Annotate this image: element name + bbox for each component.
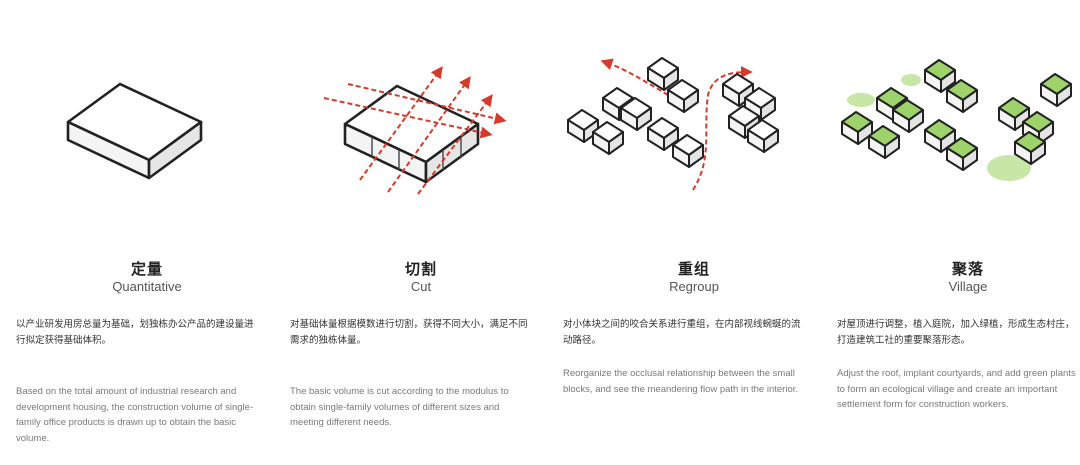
panel-title-en: Regroup: [669, 279, 719, 294]
panel-title-en: Village: [948, 279, 988, 294]
panel-description-cn: 对屋顶进行调整，植入庭院，加入绿植，形成生态村庄，打造建筑工社的重要聚落形态。: [837, 319, 1075, 346]
panel-regroup: 重组 Regroup 对小体块之间的咬合关系进行重组，在内部视线蜿蜒的流动路径。…: [563, 0, 825, 465]
panel-title-cn: 聚落: [951, 260, 984, 278]
green-lawns: [847, 74, 1031, 181]
panel-description-cn: 对基础体量根据模数进行切割，获得不同大小，满足不同需求的独栋体量。: [290, 319, 528, 346]
panel-description-en: Reorganize the occlusal relationship bet…: [563, 368, 799, 395]
panel-title-en: Quantitative: [112, 279, 182, 294]
panel-title-cn: 重组: [677, 260, 710, 278]
flow-paths: [600, 58, 753, 191]
panel-description-en: Adjust the roof, implant courtyards, and…: [837, 368, 1076, 410]
panel-village: 聚落 Village 对屋顶进行调整，植入庭院，加入绿植，形成生态村庄，打造建筑…: [837, 0, 1080, 465]
panel-cut: 切割 Cut 对基础体量根据模数进行切割，获得不同大小，满足不同需求的独栋体量。…: [290, 0, 552, 465]
panel-title-en: Cut: [410, 279, 432, 294]
panel-description-cn: 对小体块之间的咬合关系进行重组，在内部视线蜿蜒的流动路径。: [563, 319, 801, 346]
panel-description-en: The basic volume is cut according to the…: [290, 386, 509, 428]
village-illustration: [841, 59, 1072, 181]
volume-right-face: [147, 120, 203, 180]
panel-description-cn: 以产业研发用房总量为基础，划独栋办公产品的建设量进行拟定获得基础体积。: [16, 319, 254, 346]
cut-lines: [323, 66, 507, 195]
panel-quantitative: 定量 Quantitative 以产业研发用房总量为基础，划独栋办公产品的建设量…: [16, 0, 278, 465]
basic-volume-illustration: [66, 82, 203, 180]
panel-description-en: Based on the total amount of industrial …: [16, 386, 254, 444]
cut-volume-illustration: [323, 66, 507, 195]
panel-title-cn: 定量: [130, 260, 163, 278]
regroup-illustration: [567, 57, 779, 191]
panel-title-cn: 切割: [404, 260, 437, 278]
